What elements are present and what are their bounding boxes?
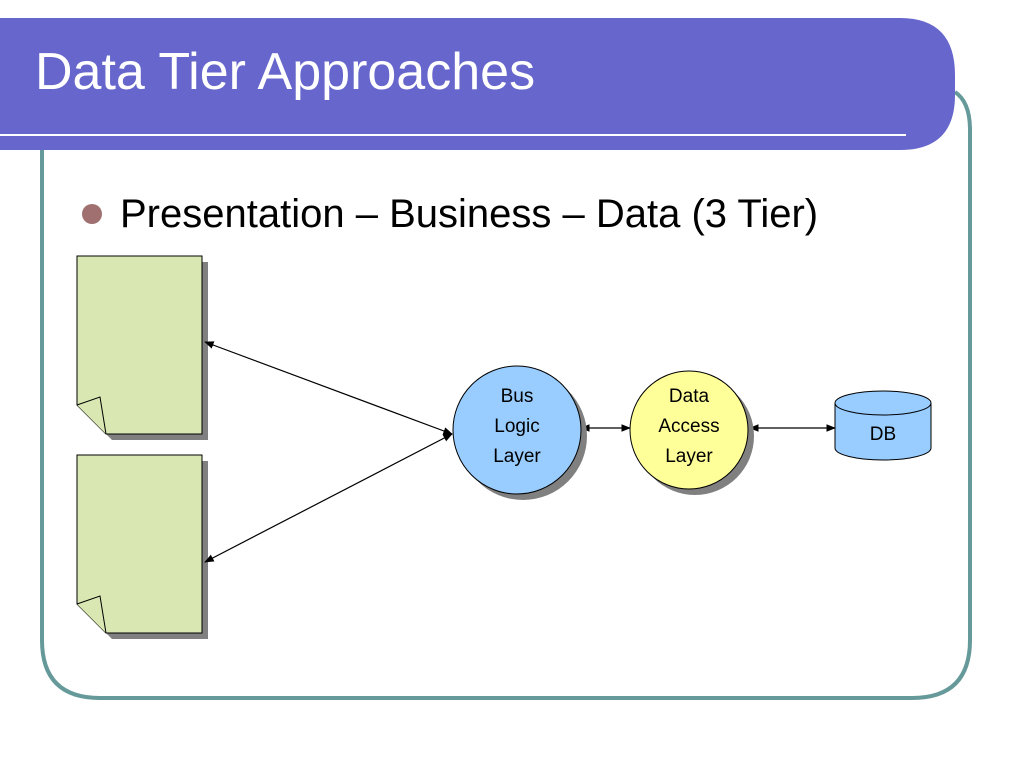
document-fold [76,595,107,634]
content-border [40,90,972,700]
node-circle [629,370,749,490]
data-access-label: Data Access Layer [639,382,739,472]
data-access-label-line: Access [658,416,720,437]
bus-logic-label-line: Logic [494,416,540,437]
bullet-text: Presentation – Business – Data (3 Tier) [120,192,819,236]
document-body [76,454,203,634]
bus-logic-label-line: Layer [493,446,541,467]
node-circle [452,365,582,495]
bus-logic-node [452,365,587,500]
db-node [834,390,932,461]
bus-logic-label-line: Bus [500,386,534,407]
presentation-page-2 [76,454,208,639]
data-access-label-line: Data [668,386,710,407]
db-cylinder-body [834,403,932,461]
document-body [76,255,203,435]
bus-logic-label: Bus Logic Layer [467,382,567,472]
db-cylinder-top [834,390,932,416]
document-fold [76,396,107,435]
db-label: DB [869,424,897,445]
connector-doc1-bus [204,341,453,435]
connector-doc2-bus [204,433,453,563]
title-bar [0,18,955,150]
data-access-label-line: Layer [665,446,713,467]
presentation-page-1 [76,255,208,440]
bullet-dot-icon [82,204,102,224]
slide-title: Data Tier Approaches [35,43,536,101]
data-access-node [629,370,754,495]
